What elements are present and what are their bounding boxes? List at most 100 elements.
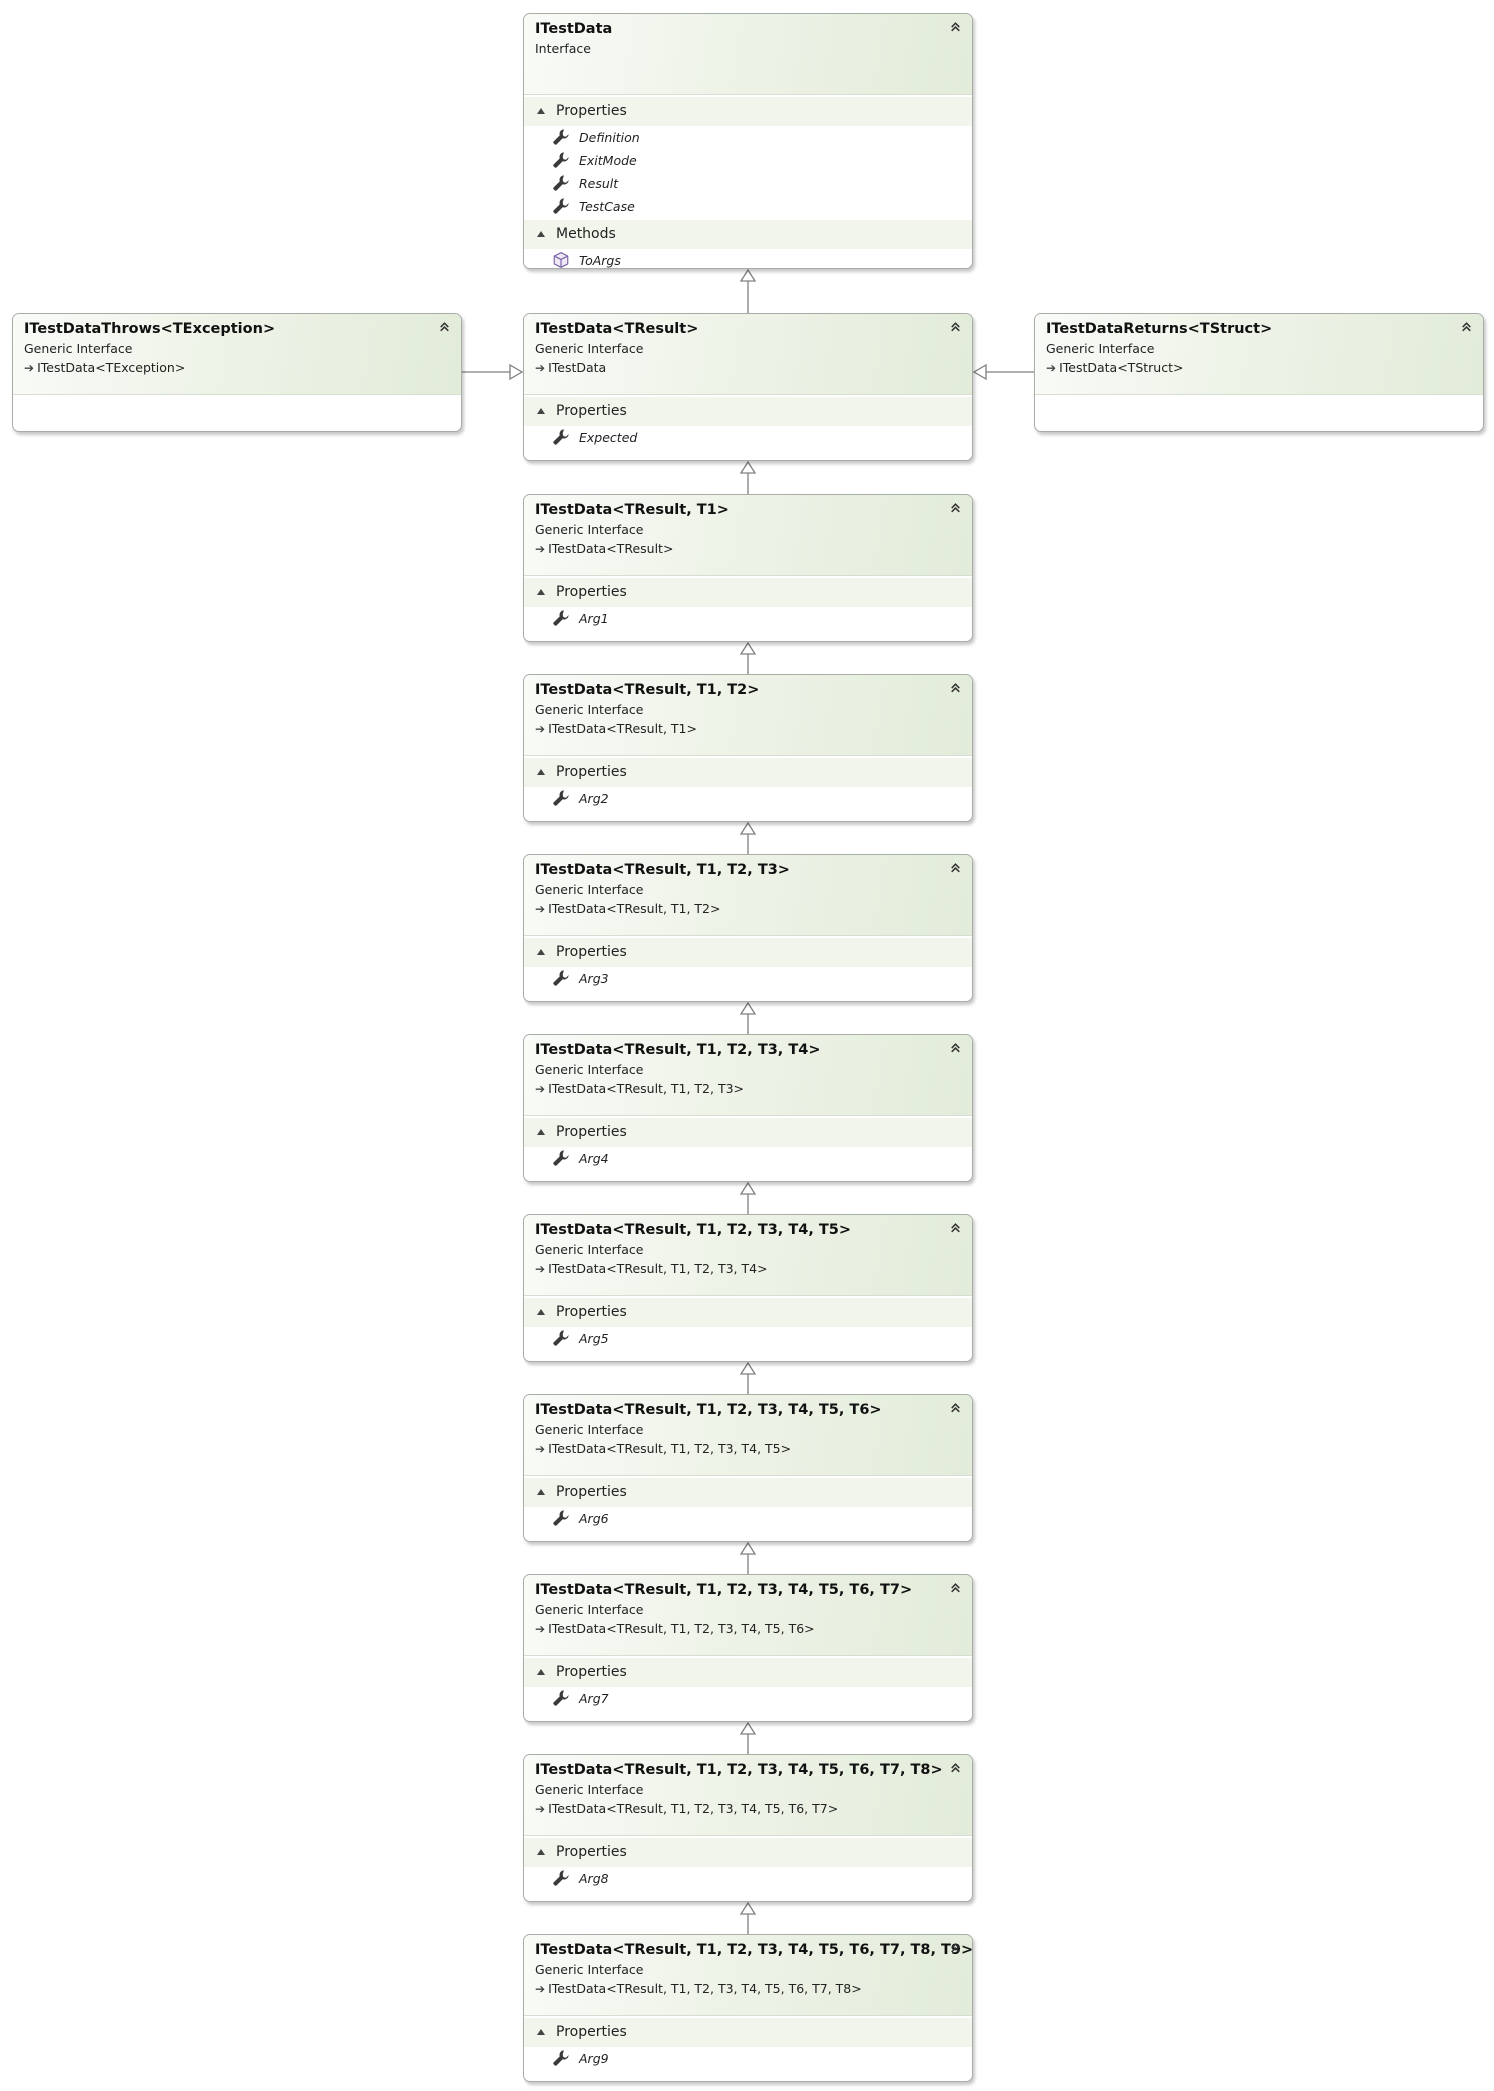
- section-header-properties[interactable]: Properties: [524, 578, 972, 607]
- member-arg2[interactable]: Arg2: [524, 787, 972, 810]
- section-label: Properties: [556, 1484, 627, 1500]
- class-box-itestdata-5[interactable]: ITestData<TResult, T1, T2, T3, T4, T5>Ge…: [523, 1214, 973, 1362]
- class-box-itestdata-9[interactable]: ITestData<TResult, T1, T2, T3, T4, T5, T…: [523, 1934, 973, 2082]
- class-kind: Generic Interface: [1046, 341, 1155, 356]
- class-box-itestdata-8[interactable]: ITestData<TResult, T1, T2, T3, T4, T5, T…: [523, 1754, 973, 1902]
- expand-triangle-icon[interactable]: [537, 1489, 545, 1495]
- section-label: Methods: [556, 226, 616, 242]
- class-box-itestdatareturns[interactable]: ITestDataReturns<TStruct> Generic Interfa…: [1034, 313, 1484, 432]
- class-kind: Interface: [535, 41, 591, 56]
- inheritance-arrowhead: [739, 1721, 757, 1735]
- wrench-icon: [552, 969, 570, 987]
- section-label: Properties: [556, 403, 627, 419]
- inheritance-arrowhead: [739, 1181, 757, 1195]
- base-type: ➔ITestData<TResult, T1, T2, T3, T4>: [535, 1259, 961, 1279]
- base-type: ➔ITestData: [535, 358, 961, 378]
- expand-triangle-icon[interactable]: [537, 589, 545, 595]
- section-label: Properties: [556, 1844, 627, 1860]
- member-toargs[interactable]: ToArgs: [524, 249, 972, 268]
- class-box-itestdata-6[interactable]: ITestData<TResult, T1, T2, T3, T4, T5, T…: [523, 1394, 973, 1542]
- class-box-itestdatathrows[interactable]: ITestDataThrows<TException>Generic Inter…: [12, 313, 462, 432]
- class-title: ITestData<TResult, T1, T2, T3, T4, T5, T…: [535, 1402, 882, 1418]
- expand-triangle-icon[interactable]: [537, 1849, 545, 1855]
- expand-triangle-icon[interactable]: [537, 1309, 545, 1315]
- inheritance-arrowhead: [739, 460, 757, 474]
- expand-triangle-icon[interactable]: [537, 1129, 545, 1135]
- class-box-itestdata-3[interactable]: ITestData<TResult, T1, T2, T3>Generic In…: [523, 854, 973, 1002]
- member-definition[interactable]: Definition: [524, 126, 972, 149]
- member-arg3[interactable]: Arg3: [524, 967, 972, 990]
- class-header: ITestData<TResult, T1>Generic Interface➔…: [524, 495, 972, 576]
- wrench-icon: [552, 197, 570, 215]
- class-box-itestdata-7[interactable]: ITestData<TResult, T1, T2, T3, T4, T5, T…: [523, 1574, 973, 1722]
- class-box-itestdata-4[interactable]: ITestData<TResult, T1, T2, T3, T4>Generi…: [523, 1034, 973, 1182]
- collapse-chevron-icon[interactable]: [947, 18, 963, 34]
- section-header-properties[interactable]: Properties: [524, 938, 972, 967]
- member-arg7[interactable]: Arg7: [524, 1687, 972, 1710]
- class-header: ITestDataThrows<TException>Generic Inter…: [13, 314, 461, 395]
- collapse-chevron-icon[interactable]: [947, 859, 963, 875]
- expand-triangle-icon[interactable]: [537, 1669, 545, 1675]
- expand-triangle-icon[interactable]: [537, 231, 545, 237]
- member-arg9[interactable]: Arg9: [524, 2047, 972, 2070]
- class-box-itestdata-1[interactable]: ITestData<TResult, T1>Generic Interface➔…: [523, 494, 973, 642]
- collapse-chevron-icon[interactable]: [947, 1759, 963, 1775]
- section-header-methods[interactable]: Methods: [524, 220, 972, 249]
- base-type-label: ITestData: [548, 360, 607, 375]
- collapse-chevron-icon[interactable]: [947, 1039, 963, 1055]
- class-header: ITestData<TResult, T1, T2, T3, T4>Generi…: [524, 1035, 972, 1116]
- member-testcase[interactable]: TestCase: [524, 195, 972, 218]
- expand-triangle-icon[interactable]: [537, 2029, 545, 2035]
- member-exitmode[interactable]: ExitMode: [524, 149, 972, 172]
- section-header-properties[interactable]: Properties: [524, 1298, 972, 1327]
- collapse-chevron-icon[interactable]: [436, 318, 452, 334]
- wrench-icon: [552, 609, 570, 627]
- collapse-chevron-icon[interactable]: [947, 1939, 963, 1955]
- member-name: Arg5: [579, 1331, 609, 1346]
- member-arg4[interactable]: Arg4: [524, 1147, 972, 1170]
- base-type: ➔ITestData<TResult, T1, T2>: [535, 899, 961, 919]
- class-title: ITestData<TResult, T1, T2, T3, T4, T5>: [535, 1222, 852, 1238]
- collapse-chevron-icon[interactable]: [947, 1579, 963, 1595]
- base-type: ➔ITestData<TResult, T1, T2, T3, T4, T5, …: [535, 1619, 961, 1639]
- section-header-properties[interactable]: Properties: [524, 1118, 972, 1147]
- inheritance-arrowhead: [739, 1361, 757, 1375]
- member-arg1[interactable]: Arg1: [524, 607, 972, 630]
- class-title: ITestDataReturns<TStruct>: [1046, 321, 1273, 337]
- collapse-chevron-icon[interactable]: [947, 1219, 963, 1235]
- inheritance-arrowhead: [739, 1901, 757, 1915]
- collapse-chevron-icon[interactable]: [947, 679, 963, 695]
- member-arg8[interactable]: Arg8: [524, 1867, 972, 1890]
- section-header-properties[interactable]: Properties: [524, 1478, 972, 1507]
- class-header: ITestData<TResult, T1, T2, T3, T4, T5, T…: [524, 1755, 972, 1836]
- base-type: ➔ITestData<TStruct>: [1046, 358, 1472, 378]
- class-box-itestdata-2[interactable]: ITestData<TResult, T1, T2>Generic Interf…: [523, 674, 973, 822]
- member-name: Arg4: [579, 1151, 609, 1166]
- member-expected[interactable]: Expected: [524, 426, 972, 449]
- base-type-label: ITestData<TResult, T1, T2, T3>: [548, 1081, 745, 1096]
- inheritance-arrowhead: [739, 641, 757, 655]
- expand-triangle-icon[interactable]: [537, 408, 545, 414]
- expand-triangle-icon[interactable]: [537, 949, 545, 955]
- class-kind: Generic Interface: [535, 1782, 644, 1797]
- section-header-properties[interactable]: Properties: [524, 97, 972, 126]
- member-arg5[interactable]: Arg5: [524, 1327, 972, 1350]
- collapse-chevron-icon[interactable]: [947, 318, 963, 334]
- member-arg6[interactable]: Arg6: [524, 1507, 972, 1530]
- expand-triangle-icon[interactable]: [537, 108, 545, 114]
- section-header-properties[interactable]: Properties: [524, 758, 972, 787]
- section-header-properties[interactable]: Properties: [524, 1658, 972, 1687]
- expand-triangle-icon[interactable]: [537, 769, 545, 775]
- collapse-chevron-icon[interactable]: [1458, 318, 1474, 334]
- class-title: ITestData<TResult, T1>: [535, 502, 729, 518]
- section-header-properties[interactable]: Properties: [524, 1838, 972, 1867]
- collapse-chevron-icon[interactable]: [947, 499, 963, 515]
- member-result[interactable]: Result: [524, 172, 972, 195]
- section-header-properties[interactable]: Properties: [524, 2018, 972, 2047]
- class-box-itestdata-tresult[interactable]: ITestData<TResult>Generic Interface➔ITes…: [523, 313, 973, 461]
- collapse-chevron-icon[interactable]: [947, 1399, 963, 1415]
- inherits-arrow-icon: ➔: [535, 1442, 546, 1456]
- section-header-properties[interactable]: Properties: [524, 397, 972, 426]
